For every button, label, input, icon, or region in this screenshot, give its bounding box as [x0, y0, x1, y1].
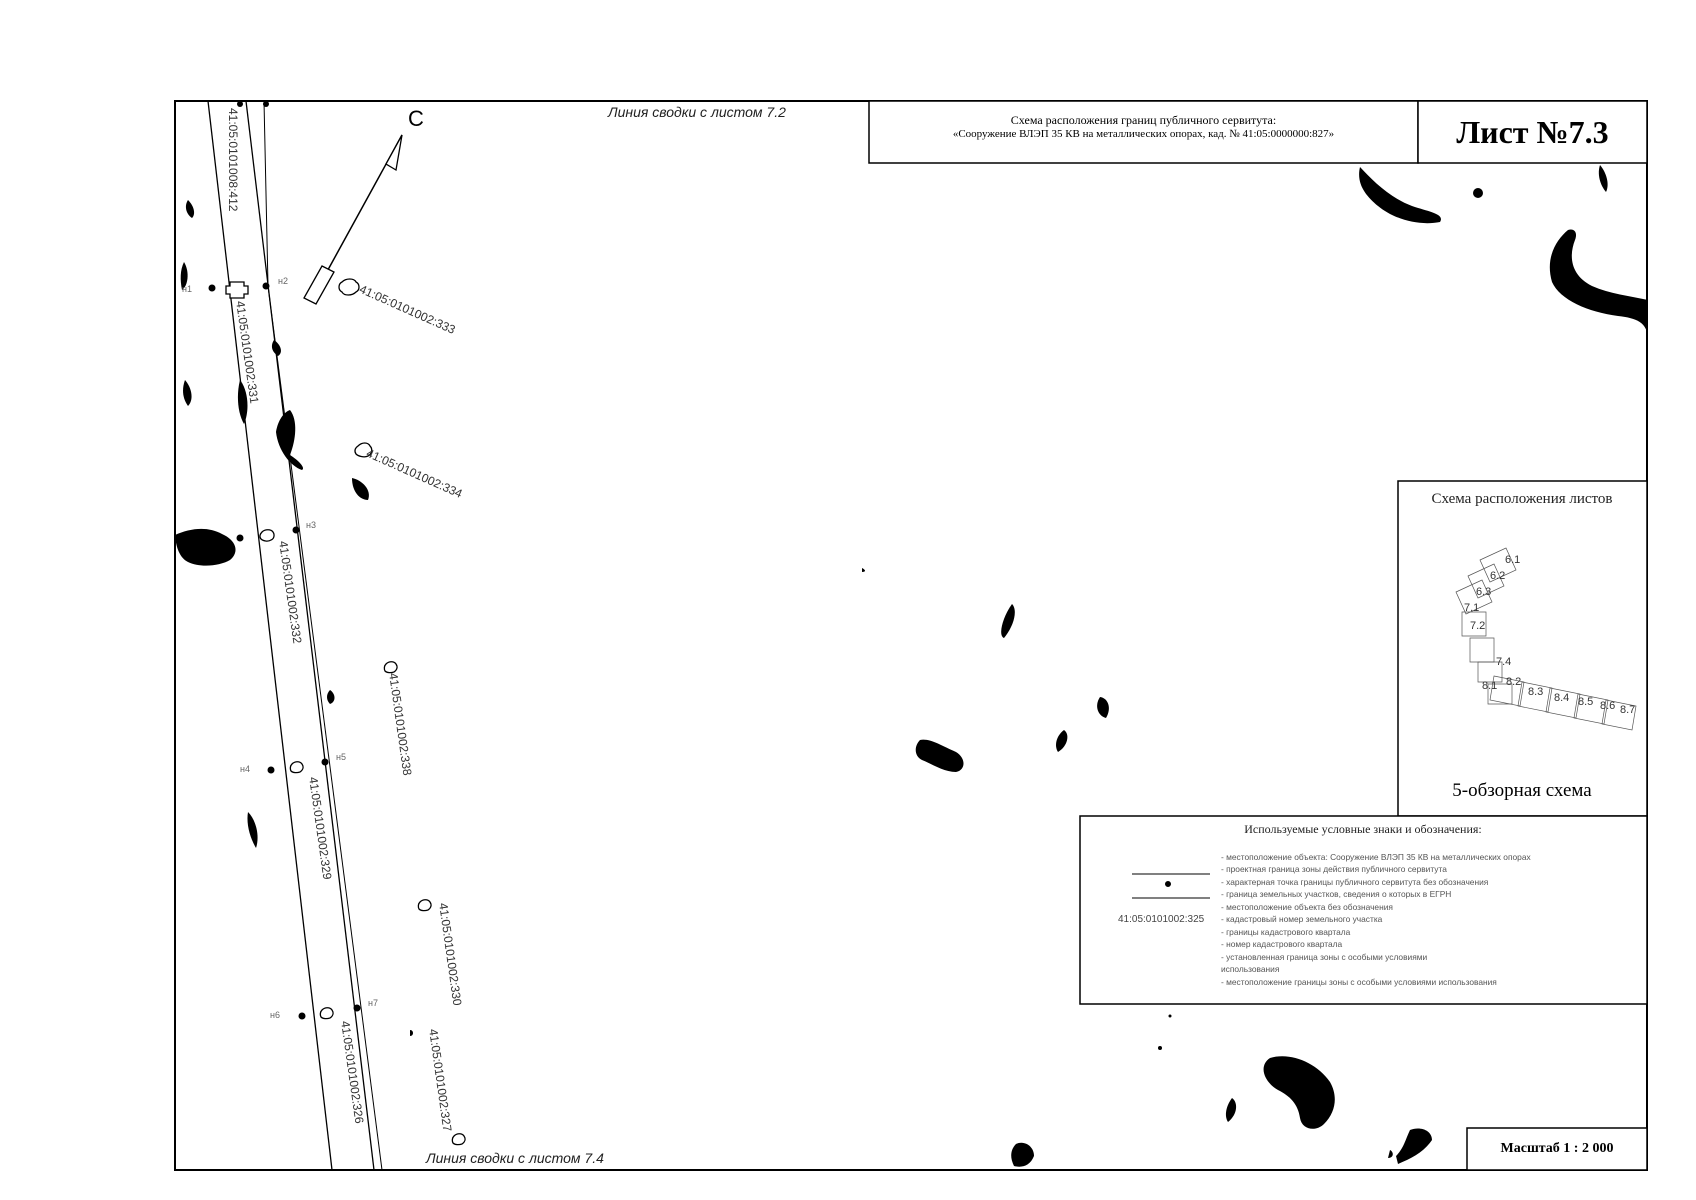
map-title-line2: «Сооружение ВЛЭП 35 КВ на металлических …	[952, 128, 1335, 140]
point-label: н6	[270, 1010, 280, 1020]
inset-sheet-label: 7.4	[1496, 656, 1512, 668]
inset-sheet-label: 6.2	[1490, 570, 1506, 582]
inset-sheet-label: 8.1	[1482, 680, 1498, 692]
inset-sheet-label: 8.2	[1506, 676, 1522, 688]
inset-caption: 5-обзорная схема	[1452, 780, 1592, 801]
inset-sheet-label: 8.6	[1600, 700, 1616, 712]
legend-frame	[1079, 815, 1648, 1005]
legend-item: - местоположение границы зоны с особыми …	[1221, 977, 1497, 987]
legend-title: Используемые условные знаки и обозначени…	[1244, 822, 1482, 836]
inset-sheet-label: 8.5	[1578, 696, 1594, 708]
inset-sheet-label: 8.3	[1528, 686, 1544, 698]
legend-item: - граница земельных участков, сведения о…	[1221, 889, 1452, 899]
cadastral-label: 41:05:0101008:412	[226, 108, 240, 212]
legend-item: - установленная граница зоны с особыми у…	[1221, 952, 1428, 962]
inset-sheet-label: 6.1	[1505, 554, 1521, 566]
legend-item: - границы кадастрового квартала	[1221, 927, 1351, 937]
object-contours	[225, 278, 466, 1146]
inset-sheet-label: 7.2	[1470, 620, 1486, 632]
legend-item: - местоположение объекта: Сооружение ВЛЭ…	[1221, 852, 1531, 862]
inset-title: Схема расположения листов	[1431, 491, 1613, 507]
legend-item: использования	[1221, 964, 1280, 974]
point-label: н4	[240, 764, 250, 774]
legend-samples	[1132, 873, 1210, 899]
inset-sheet-label: 7.1	[1464, 602, 1480, 614]
point-label: н3	[306, 520, 316, 530]
legend-item: - характерная точка границы публичного с…	[1221, 877, 1489, 887]
edge-join-top: Линия сводки с листом 7.2	[608, 104, 786, 120]
legend-sample-cadastral-number: 41:05:0101002:325	[1118, 914, 1205, 925]
legend-item: - местоположение объекта без обозначения	[1221, 902, 1393, 912]
map-scale: Масштаб 1 : 2 000	[1500, 1141, 1614, 1156]
scale-frame	[1466, 1127, 1648, 1171]
legend-item: - проектная граница зоны действия публич…	[1221, 864, 1447, 874]
map-title: Схема расположения границ публичного сер…	[869, 101, 1418, 163]
north-arrow	[303, 134, 403, 305]
north-label: С	[408, 106, 424, 131]
sheet-number: Лист №7.3	[1456, 114, 1609, 150]
title-box-frame	[868, 100, 1419, 164]
inset-frame	[1397, 480, 1648, 817]
edge-join-bottom: Линия сводки с листом 7.4	[426, 1150, 604, 1166]
inset-sheet-grid	[1455, 547, 1637, 731]
legend-item: - номер кадастрового квартала	[1221, 939, 1343, 949]
point-label: н2	[278, 276, 288, 286]
point-label: н1	[182, 284, 192, 294]
map-title-line1: Схема расположения границ публичного сер…	[1010, 113, 1277, 127]
point-label: н7	[368, 998, 378, 1008]
water-bodies	[175, 165, 1648, 1167]
sheet-box-frame	[1417, 100, 1648, 164]
inset-sheet-label: 8.4	[1554, 692, 1570, 704]
inset-sheet-label: 6.3	[1476, 586, 1492, 598]
servitude-corridor	[207, 100, 383, 1171]
point-label: н5	[336, 752, 346, 762]
boundary-points	[208, 101, 361, 1020]
inset-sheet-label: 8.7	[1620, 704, 1636, 716]
legend-item: - кадастровый номер земельного участка	[1221, 914, 1383, 924]
